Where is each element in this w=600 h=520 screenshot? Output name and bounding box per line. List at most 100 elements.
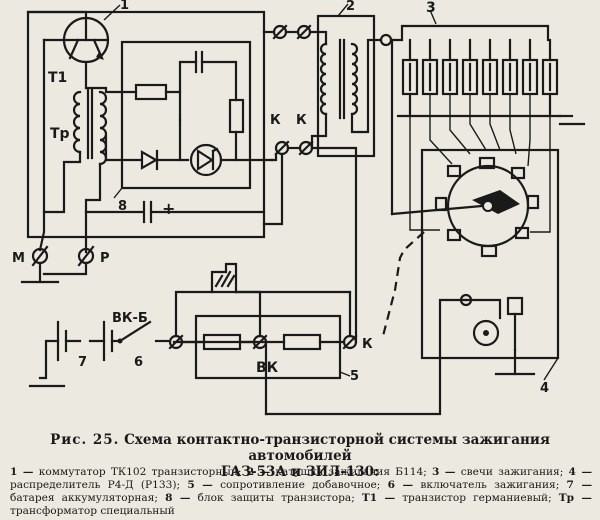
leader-1 <box>103 4 121 21</box>
legend-num-3: 3 — <box>432 466 456 478</box>
legend-num-5: 5 — <box>187 479 213 491</box>
label-k1: К <box>270 113 281 128</box>
caption-line-1: Схема контактно-транзисторной системы за… <box>124 432 550 464</box>
legend-item-tr: трансформатор специальный <box>10 505 175 517</box>
wire-battery-ground <box>38 339 60 380</box>
legend-num-6: 6 — <box>387 479 414 491</box>
legend-item-1: коммутатор ТК102 транзисторный; <box>38 466 242 478</box>
terminal-vk-k <box>342 334 358 350</box>
spark-plug-8 <box>541 38 559 96</box>
label-4: 4 <box>540 381 549 396</box>
leader-8 <box>113 187 123 199</box>
resistor-block8 <box>134 83 168 101</box>
label-vk: ВК <box>256 360 279 376</box>
wire-res-cap <box>164 60 198 94</box>
distributor-4 <box>420 148 560 360</box>
label-tr: Tр <box>50 126 70 142</box>
legend-num-tr: Тр — <box>558 492 593 504</box>
spark-plug-5 <box>481 38 499 96</box>
wire-starter-bypass <box>174 290 262 338</box>
ignition-coil-2 <box>316 14 376 158</box>
plug-lead-3 <box>449 94 471 155</box>
ignition-circuit-diagram: 1 T1 Tр 8 + <box>12 0 586 416</box>
wire-coil-hv <box>350 38 382 134</box>
legend-num-7: 7 — <box>566 479 593 491</box>
legend-num-2: 2 — <box>246 466 271 478</box>
wire-rotor-center <box>390 204 484 216</box>
legend-num-4: 4 — <box>568 466 593 478</box>
spark-plug-1 <box>401 38 419 96</box>
figure-caption: Рис. 25. Схема контактно-транзисторной с… <box>10 432 590 480</box>
terminal-k1 <box>274 140 290 156</box>
leader-4 <box>543 357 559 381</box>
label-5: 5 <box>350 369 359 384</box>
transformer-tr <box>72 88 108 166</box>
wire-k2-to-vk <box>310 146 358 344</box>
label-vkb: ВК-Б <box>112 311 148 326</box>
resistor-block-5 <box>194 314 342 380</box>
spark-plug-7 <box>521 38 539 96</box>
wire-cap-res2 <box>200 60 238 102</box>
leader-3 <box>429 9 437 25</box>
mechanical-linkage <box>381 231 425 337</box>
plug-lead-4 <box>469 94 487 151</box>
legend-num-1: 1 — <box>10 466 34 478</box>
legend-item-5: сопротивление добавочное; <box>220 479 381 491</box>
resistor-block8-2 <box>228 98 245 134</box>
wire-emitter <box>26 10 88 20</box>
resistor-vk-2 <box>282 333 322 351</box>
wire-left <box>38 38 46 252</box>
label-t1: T1 <box>48 70 67 86</box>
diode-1 <box>140 149 159 171</box>
spark-plug-3 <box>441 38 459 96</box>
label-8: 8 <box>118 199 127 214</box>
wire-tr-to-p <box>84 162 102 254</box>
spark-plug-4 <box>461 38 479 96</box>
caption-line-2: ГАЗ-53А и ЗИЛ-130: <box>220 464 380 480</box>
terminal-coil-1 <box>272 24 288 40</box>
label-3: 3 <box>426 0 436 16</box>
figure-number: Рис. 25. <box>50 432 120 448</box>
leader-5 <box>339 371 351 377</box>
legend-item-7: батарея аккумуляторная; <box>10 492 159 504</box>
legend-item-4: распределитель Р4-Д (Р133); <box>10 479 181 491</box>
distributor-cap <box>434 156 540 258</box>
label-7: 7 <box>78 355 87 370</box>
wire-p-down <box>42 261 88 276</box>
label-2: 2 <box>346 0 355 14</box>
commutator-frame <box>26 10 266 239</box>
zener-diode <box>189 143 223 177</box>
legend-num-t1: Т1 — <box>361 492 396 504</box>
coil-hv-terminal <box>379 33 393 47</box>
wire-tr-primary <box>42 150 82 214</box>
ignition-switch-6 <box>117 320 170 344</box>
plug-lead-5 <box>489 94 501 151</box>
protection-block-8 <box>120 40 252 190</box>
terminal-k2 <box>298 140 314 156</box>
spark-plug-2 <box>421 38 439 96</box>
plug-lead-8b <box>530 116 551 233</box>
wire-k1-down <box>262 152 284 226</box>
label-1: 1 <box>120 0 129 13</box>
transistor-t1 <box>42 16 110 64</box>
plug-lead-2 <box>429 94 453 165</box>
label-k2: К <box>296 113 307 128</box>
label-m: М <box>12 251 25 266</box>
legend-item-3: свечи зажигания; <box>460 466 564 478</box>
terminal-coil-2 <box>296 24 312 40</box>
label-k3: К <box>362 337 373 352</box>
wire-plug-bus-top <box>390 24 550 42</box>
legend-item-t1: транзистор германиевый; <box>402 492 552 504</box>
plug-lead-6 <box>509 94 517 155</box>
breaker-contact <box>459 293 524 352</box>
label-6: 6 <box>134 355 143 370</box>
label-p: Р <box>100 251 110 266</box>
wire-coil-in <box>308 30 328 46</box>
legend-item-6: включатель зажигания; <box>420 479 560 491</box>
wire-breaker-to-commutator <box>264 298 468 416</box>
legend-item-8: блок защиты транзистора; <box>197 492 355 504</box>
legend-num-8: 8 — <box>165 492 191 504</box>
wire-diode-in <box>104 134 142 162</box>
legend-item-2: катушка зажигания Б114; <box>275 466 427 478</box>
wire-tr-top <box>84 86 138 94</box>
